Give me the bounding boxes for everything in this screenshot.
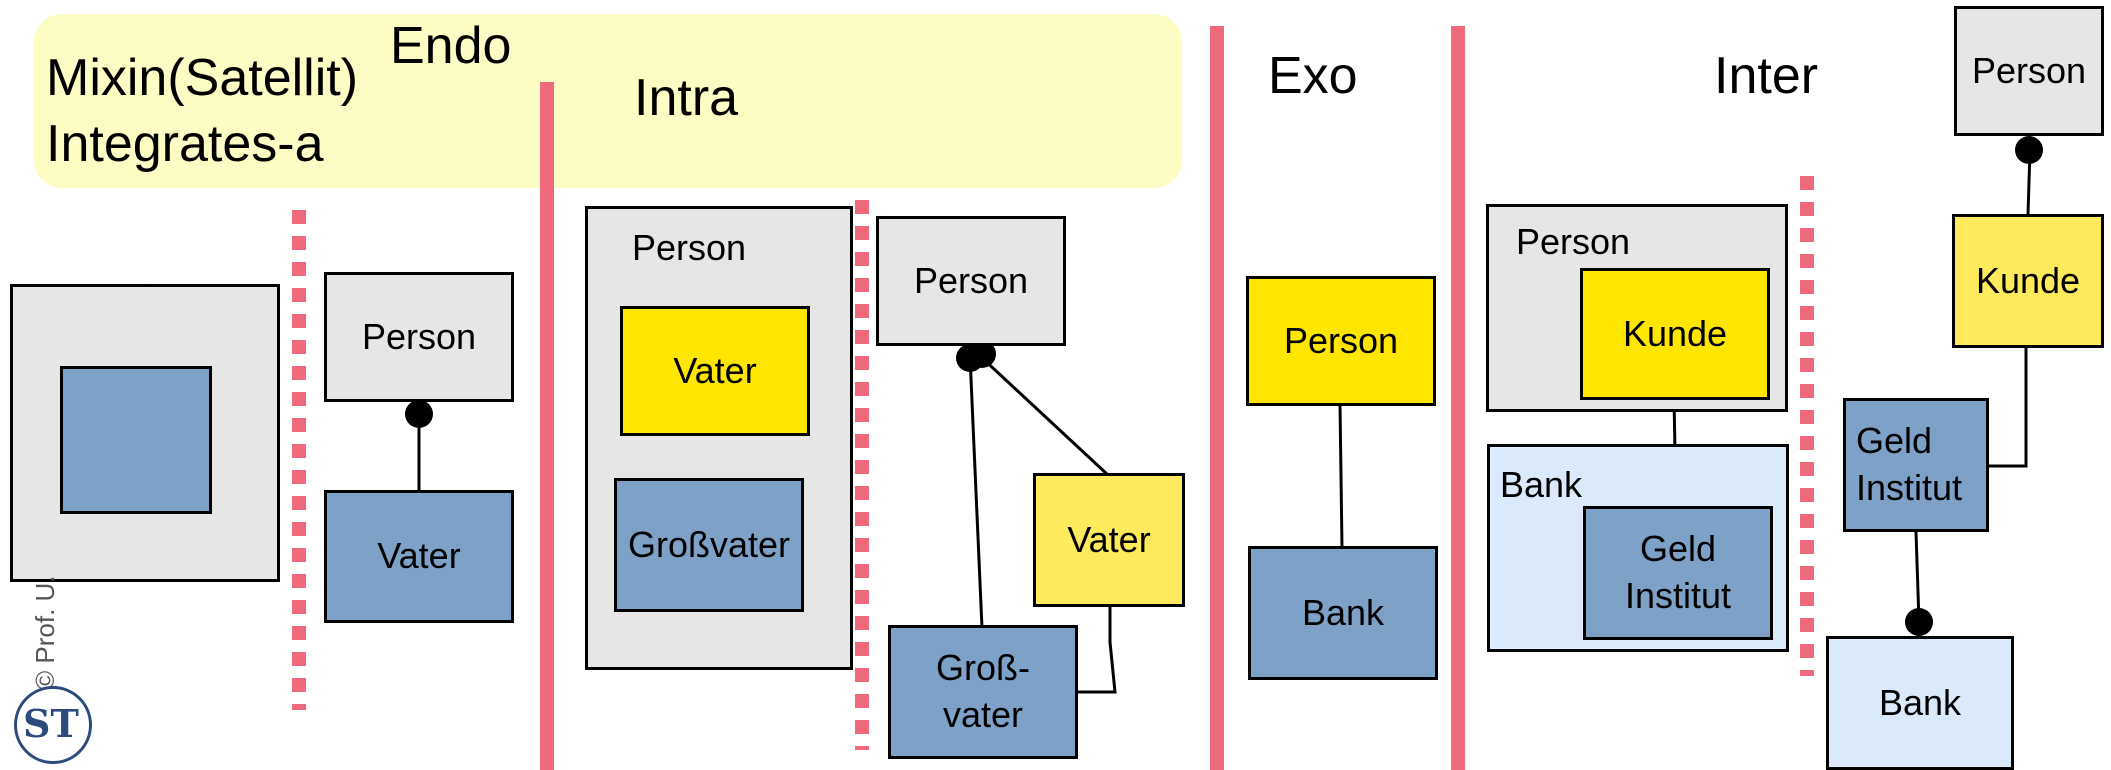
inter-person-box: Person bbox=[1954, 6, 2104, 136]
inter-kunde-box: Kunde bbox=[1952, 214, 2104, 348]
intra-person-label: Person bbox=[913, 259, 1029, 301]
dotted-divider-intra bbox=[855, 200, 869, 750]
intra-person-container-label: Person bbox=[632, 227, 747, 268]
dotted-divider-inter bbox=[1800, 176, 1814, 676]
inter-bank-box: Bank bbox=[1826, 636, 2014, 770]
intra-grossvater-box: Groß- vater bbox=[888, 625, 1078, 759]
intra-vater-grossvater-connector bbox=[1076, 606, 1117, 694]
endo-role-dot bbox=[405, 400, 433, 428]
intra-grossvater-line1: Groß- bbox=[936, 647, 1030, 689]
intra-vater-label: Vater bbox=[1067, 518, 1151, 560]
inter-bank-label: Bank bbox=[1878, 681, 1962, 723]
section-title-inter: Inter bbox=[1714, 47, 1819, 105]
intra-grossvater-line2: vater bbox=[942, 694, 1024, 735]
inter-geld-line2: Institut bbox=[1856, 467, 1963, 508]
copyright-text: © Prof. U. bbox=[30, 575, 60, 690]
intra-grossvater-inner-label: Großvater bbox=[627, 523, 791, 565]
inter-kunde-label: Kunde bbox=[1975, 259, 2081, 301]
inter-geld-inner-line1: Geld bbox=[1639, 528, 1717, 570]
endo-person-box: Person bbox=[324, 272, 514, 402]
exo-person-box: Person bbox=[1246, 276, 1436, 406]
inter-kunde-geld-connector bbox=[1986, 348, 2028, 468]
endo-vater-box: Vater bbox=[324, 490, 514, 623]
st-logo: ST bbox=[14, 686, 92, 764]
inter-person-container-label: Person bbox=[1516, 221, 1631, 262]
inter-geld-bank-connector bbox=[1914, 531, 1921, 623]
dotted-divider-endo bbox=[292, 210, 306, 710]
inter-geld-inner-line2: Institut bbox=[1624, 575, 1732, 616]
endo-person-label: Person bbox=[361, 315, 477, 357]
intra-role-dot-2 bbox=[968, 340, 996, 368]
highlight-line-2: Integrates-a bbox=[46, 115, 324, 173]
inter-bank-role-dot bbox=[1905, 608, 1933, 636]
section-title-exo: Exo bbox=[1268, 47, 1358, 105]
inter-kunde-inner-box: Kunde bbox=[1580, 268, 1770, 400]
inter-kunde-inner-label: Kunde bbox=[1622, 312, 1728, 354]
intra-vater-connector bbox=[978, 354, 1110, 477]
section-title-endo: Endo bbox=[390, 17, 512, 75]
inter-person-label: Person bbox=[1971, 49, 2087, 91]
separator-intra-exo bbox=[1210, 26, 1224, 770]
inter-geld-inner-box: Geld Institut bbox=[1583, 506, 1773, 640]
intra-vater-inner-box: Vater bbox=[620, 306, 810, 436]
st-logo-text: ST bbox=[23, 701, 79, 746]
separator-endo-intra bbox=[540, 82, 554, 770]
endo-inner-box bbox=[60, 366, 212, 514]
inter-bank-container-label: Bank bbox=[1500, 464, 1583, 505]
intra-vater-inner-label: Vater bbox=[673, 349, 757, 391]
intra-grossvater-inner-box: Großvater bbox=[614, 478, 804, 612]
exo-person-label: Person bbox=[1283, 319, 1399, 361]
separator-exo-inter bbox=[1451, 26, 1465, 770]
intra-person-box: Person bbox=[876, 216, 1066, 346]
exo-connector bbox=[1338, 403, 1344, 549]
inter-person-role-dot bbox=[2015, 136, 2043, 164]
exo-bank-box: Bank bbox=[1248, 546, 1438, 680]
section-title-intra: Intra bbox=[634, 69, 739, 127]
intra-grossvater-connector bbox=[968, 355, 984, 629]
highlight-line-1: Mixin(Satellit) bbox=[46, 49, 359, 107]
exo-bank-label: Bank bbox=[1301, 591, 1385, 633]
inter-geld-box: Geld Institut bbox=[1843, 398, 1989, 532]
intra-vater-box: Vater bbox=[1033, 473, 1185, 607]
highlight-banner bbox=[34, 14, 1182, 188]
inter-geld-line1: Geld bbox=[1856, 420, 1933, 462]
endo-vater-label: Vater bbox=[377, 535, 461, 577]
